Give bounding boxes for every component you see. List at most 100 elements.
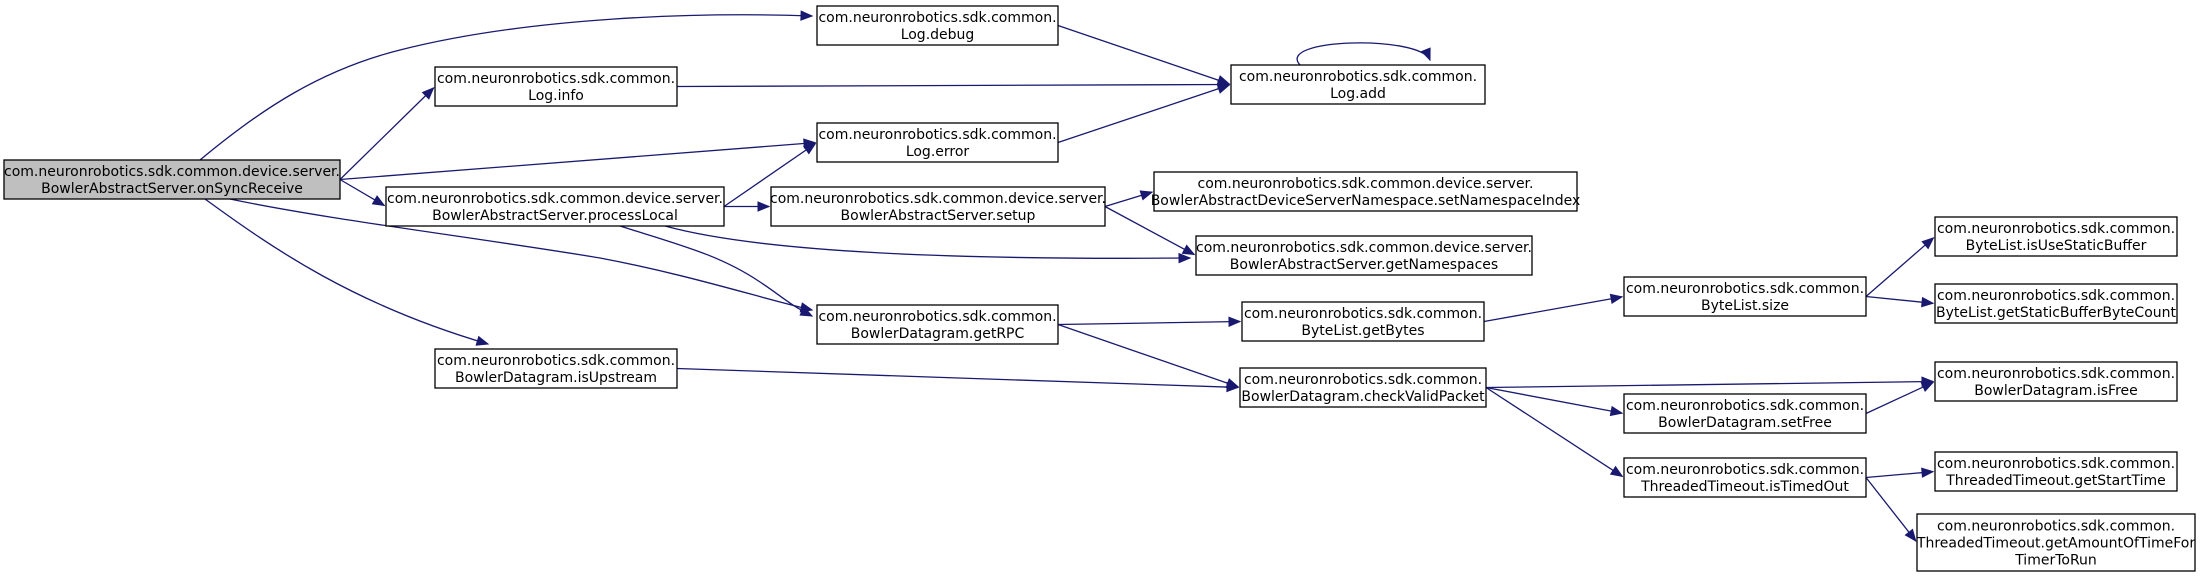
node-box-logAdd[interactable] — [1230, 64, 1486, 105]
node-setFree[interactable]: com.neuronrobotics.sdk.common.BowlerData… — [1623, 393, 1867, 434]
node-label-isUseStaticBuffer-line2: ByteList.isUseStaticBuffer — [1966, 238, 2147, 254]
node-box-isUpstream[interactable] — [434, 348, 678, 389]
node-label-getRPC-line2: BowlerDatagram.getRPC — [851, 326, 1025, 342]
node-setup[interactable]: com.neuronrobotics.sdk.common.device.ser… — [770, 186, 1106, 227]
arrowhead-isTimedOut-to-getAmountOfTime — [1904, 528, 1917, 542]
node-box-getBytes[interactable] — [1241, 301, 1485, 342]
node-box-setup[interactable] — [770, 186, 1106, 227]
node-label-getNamespaces-line2: BowlerAbstractServer.getNamespaces — [1230, 257, 1498, 273]
node-box-checkValidPacket[interactable] — [1239, 367, 1487, 408]
node-getAmountOfTime[interactable]: com.neuronrobotics.sdk.common.ThreadedTi… — [1916, 513, 2196, 572]
node-label-setFree-line2: BowlerDatagram.setFree — [1658, 415, 1832, 431]
arrowhead-getBytes-to-size — [1609, 293, 1624, 305]
node-isFree[interactable]: com.neuronrobotics.sdk.common.BowlerData… — [1934, 361, 2178, 402]
node-label-getRPC-line1: com.neuronrobotics.sdk.common. — [818, 309, 1056, 325]
arrowhead-checkValidPacket-to-isTimedOut — [1609, 465, 1624, 478]
edge-processLocal-to-getRPC — [619, 225, 813, 317]
node-getStartTime[interactable]: com.neuronrobotics.sdk.common.ThreadedTi… — [1934, 451, 2178, 492]
node-label-isUseStaticBuffer-line1: com.neuronrobotics.sdk.common. — [1937, 221, 2175, 237]
node-label-setup-line2: BowlerAbstractServer.setup — [841, 208, 1036, 224]
arrowhead-processLocal-to-getNamespaces — [1178, 252, 1192, 264]
node-label-logError-line2: Log.error — [906, 144, 970, 160]
node-box-setNamespaceIndex[interactable] — [1153, 171, 1578, 212]
edge-getRPC-to-getBytes — [1057, 320, 1241, 326]
node-label-logAdd-line2: Log.add — [1330, 86, 1386, 102]
node-box-getStaticBufferByteCount[interactable] — [1934, 283, 2178, 324]
node-box-isFree[interactable] — [1934, 361, 2178, 402]
arrowhead-logError-to-logAdd — [1216, 83, 1231, 94]
node-label-checkValidPacket-line1: com.neuronrobotics.sdk.common. — [1244, 372, 1482, 388]
node-onSyncReceive[interactable]: com.neuronrobotics.sdk.common.device.ser… — [3, 159, 341, 200]
edge-processLocal-to-getNamespaces — [664, 225, 1191, 259]
node-box-getStartTime[interactable] — [1934, 451, 2178, 492]
node-getStaticBufferByteCount[interactable]: com.neuronrobotics.sdk.common.ByteList.g… — [1934, 283, 2178, 324]
node-getRPC[interactable]: com.neuronrobotics.sdk.common.BowlerData… — [816, 304, 1059, 345]
arrowhead-onSyncReceive-to-processLocal — [371, 195, 386, 207]
edge-checkValidPacket-to-setFree — [1485, 386, 1623, 414]
node-isUseStaticBuffer[interactable]: com.neuronrobotics.sdk.common.ByteList.i… — [1934, 216, 2178, 257]
node-size[interactable]: com.neuronrobotics.sdk.common.ByteList.s… — [1623, 276, 1867, 317]
node-label-isFree-line1: com.neuronrobotics.sdk.common. — [1937, 366, 2175, 382]
edge-onSyncReceive-to-getRPC — [229, 198, 813, 311]
node-processLocal[interactable]: com.neuronrobotics.sdk.common.device.ser… — [385, 186, 725, 227]
node-checkValidPacket[interactable]: com.neuronrobotics.sdk.common.BowlerData… — [1239, 367, 1487, 408]
edge-isUpstream-to-checkValidPacket — [676, 367, 1239, 389]
node-logInfo[interactable]: com.neuronrobotics.sdk.common.Log.info — [434, 66, 678, 107]
node-logError[interactable]: com.neuronrobotics.sdk.common.Log.error — [816, 122, 1059, 163]
node-label-getAmountOfTime-line2: ThreadedTimeout.getAmountOfTimeFor — [1916, 536, 2195, 552]
node-box-setFree[interactable] — [1623, 393, 1867, 434]
node-box-getNamespaces[interactable] — [1195, 235, 1533, 276]
edge-onSyncReceive-to-logDebug — [199, 14, 813, 161]
node-getNamespaces[interactable]: com.neuronrobotics.sdk.common.device.ser… — [1195, 235, 1533, 276]
edge-logInfo-to-logAdd — [676, 83, 1230, 88]
arrowhead-setup-to-setNamespaceIndex — [1139, 190, 1154, 201]
arrowhead-processLocal-to-setup — [757, 201, 771, 212]
node-label-processLocal-line2: BowlerAbstractServer.processLocal — [432, 208, 678, 224]
edge-onSyncReceive-to-logInfo — [339, 87, 435, 180]
arrowhead-size-to-isUseStaticBuffer — [1921, 236, 1935, 250]
edge-isTimedOut-to-getAmountOfTime — [1865, 477, 1917, 542]
node-box-isTimedOut[interactable] — [1623, 457, 1867, 498]
node-logAdd[interactable]: com.neuronrobotics.sdk.common.Log.add — [1230, 64, 1486, 105]
node-label-isTimedOut-line1: com.neuronrobotics.sdk.common. — [1626, 462, 1864, 478]
node-box-processLocal[interactable] — [385, 186, 725, 227]
node-logDebug[interactable]: com.neuronrobotics.sdk.common.Log.debug — [816, 5, 1059, 46]
node-getBytes[interactable]: com.neuronrobotics.sdk.common.ByteList.g… — [1241, 301, 1485, 342]
node-setNamespaceIndex[interactable]: com.neuronrobotics.sdk.common.device.ser… — [1151, 171, 1581, 212]
node-box-getRPC[interactable] — [816, 304, 1059, 345]
node-isTimedOut[interactable]: com.neuronrobotics.sdk.common.ThreadedTi… — [1623, 457, 1867, 498]
node-label-logError-line1: com.neuronrobotics.sdk.common. — [818, 127, 1056, 143]
node-isUpstream[interactable]: com.neuronrobotics.sdk.common.BowlerData… — [434, 348, 678, 389]
edge-setFree-to-isFree — [1865, 381, 1934, 415]
edge-logError-to-logAdd — [1057, 84, 1230, 144]
node-box-getAmountOfTime[interactable] — [1916, 513, 2196, 572]
node-label-isFree-line2: BowlerDatagram.isFree — [1974, 383, 2138, 399]
arrowhead-processLocal-to-getRPC — [799, 306, 814, 317]
node-box-logDebug[interactable] — [816, 5, 1059, 46]
node-label-isUpstream-line2: BowlerDatagram.isUpstream — [455, 370, 657, 386]
arrowhead-setup-to-getNamespaces — [1181, 244, 1196, 256]
node-label-logDebug-line1: com.neuronrobotics.sdk.common. — [818, 10, 1056, 26]
arrowhead-isTimedOut-to-getStartTime — [1921, 467, 1935, 478]
edge-checkValidPacket-to-isTimedOut — [1485, 386, 1623, 477]
node-label-logAdd-line1: com.neuronrobotics.sdk.common. — [1239, 69, 1477, 85]
node-label-processLocal-line1: com.neuronrobotics.sdk.common.device.ser… — [387, 191, 723, 207]
node-label-checkValidPacket-line2: BowlerDatagram.checkValidPacket — [1241, 389, 1485, 405]
node-box-isUseStaticBuffer[interactable] — [1934, 216, 2178, 257]
edge-onSyncReceive-to-isUpstream — [204, 198, 489, 345]
node-box-onSyncReceive[interactable] — [3, 159, 341, 200]
node-label-setFree-line1: com.neuronrobotics.sdk.common. — [1626, 398, 1864, 414]
edge-getBytes-to-size — [1483, 296, 1623, 323]
node-box-logInfo[interactable] — [434, 66, 678, 107]
node-label-getAmountOfTime-line3: TimerToRun — [2014, 553, 2097, 569]
node-label-getStaticBufferByteCount-line1: com.neuronrobotics.sdk.common. — [1937, 288, 2175, 304]
arrowhead-setFree-to-isFree — [1920, 381, 1935, 392]
edge-size-to-isUseStaticBuffer — [1865, 237, 1934, 297]
node-box-logError[interactable] — [816, 122, 1059, 163]
node-label-setup-line1: com.neuronrobotics.sdk.common.device.ser… — [770, 191, 1106, 207]
node-label-setNamespaceIndex-line1: com.neuronrobotics.sdk.common.device.ser… — [1198, 176, 1534, 192]
node-label-getAmountOfTime-line1: com.neuronrobotics.sdk.common. — [1937, 519, 2175, 535]
arrowhead-processLocal-to-logError — [802, 142, 817, 155]
node-box-size[interactable] — [1623, 276, 1867, 317]
